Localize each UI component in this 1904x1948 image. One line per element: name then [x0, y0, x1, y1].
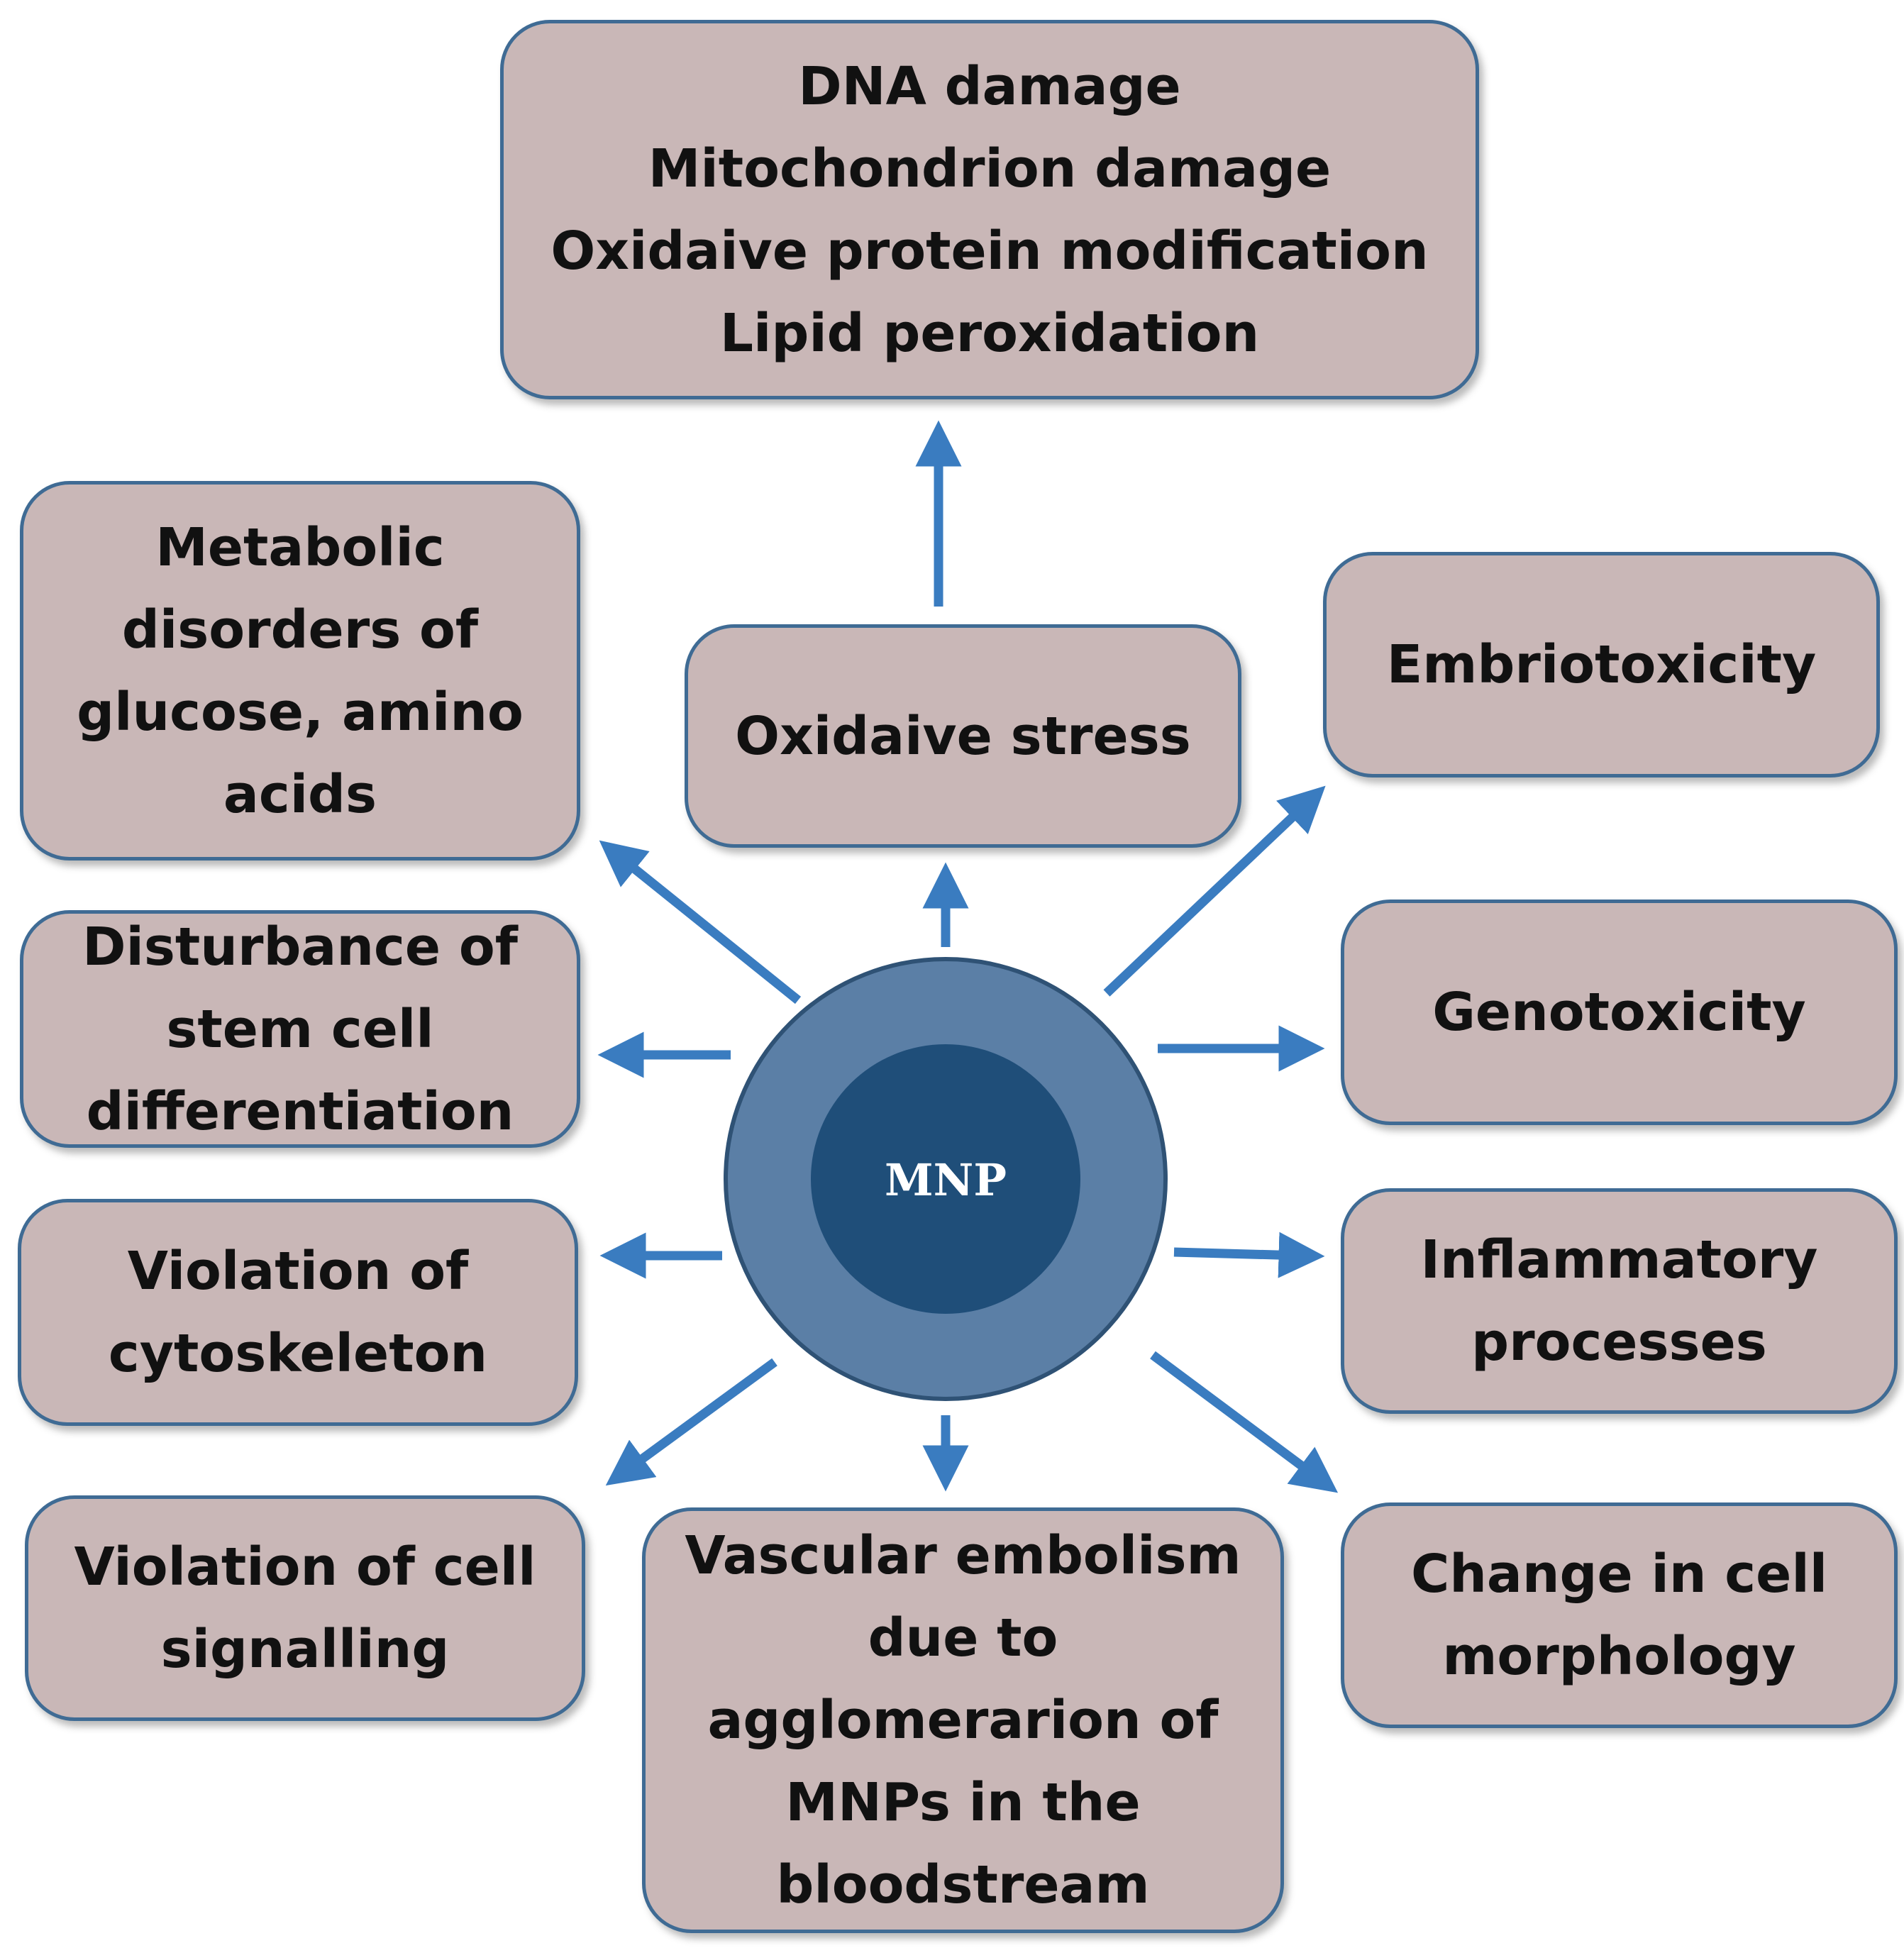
oxidative-effects-line: DNA damage: [798, 55, 1181, 117]
mnp-center-node: MNP: [724, 957, 1168, 1401]
metabolic-disorders-box: Metabolic disorders of glucose, amino ac…: [20, 481, 580, 860]
stem-cell-line: stem cell: [166, 998, 434, 1060]
vascular-embolism-line: due to: [868, 1607, 1058, 1668]
genotoxicity-text: Genotoxicity: [1432, 971, 1806, 1053]
genotoxicity-line: Genotoxicity: [1432, 982, 1806, 1043]
oxidative-stress-box: Oxidaive stress: [685, 624, 1241, 848]
cytoskeleton-line: cytoskeleton: [108, 1323, 488, 1384]
cell-morphology-line: Change in cell: [1410, 1544, 1828, 1605]
center-inner-circle: [811, 1044, 1080, 1314]
cell-signalling-box: Violation of cell signalling: [25, 1495, 585, 1721]
stem-cell-box: Disturbance of stem cell differentiation: [20, 910, 580, 1148]
cell-signalling-text: Violation of cell signalling: [74, 1526, 536, 1690]
oxidative-effects-line: Lipid peroxidation: [719, 302, 1260, 364]
inflammatory-line: processes: [1471, 1312, 1767, 1373]
arrow-to-cell-signalling: [605, 1358, 777, 1486]
center-label: MNP: [885, 1154, 1007, 1206]
arrow-to-cell-morphology: [1150, 1351, 1339, 1493]
metabolic-disorders-line: glucose, amino: [77, 681, 524, 743]
oxidative-effects-box: DNA damage Mitochondrion damage Oxidaive…: [500, 20, 1479, 399]
embriotoxicity-box: Embriotoxicity: [1323, 552, 1880, 777]
oxidative-stress-text: Oxidaive stress: [735, 695, 1191, 777]
oxidative-effects-line: Oxidaive protein modification: [550, 220, 1429, 282]
vascular-embolism-line: agglomerarion of: [707, 1690, 1219, 1751]
vascular-embolism-line: Vascular embolism: [685, 1525, 1241, 1586]
oxidative-effects-line: Mitochondrion damage: [648, 138, 1332, 199]
arrow-to-inflammatory: [1173, 1232, 1325, 1278]
embriotoxicity-line: Embriotoxicity: [1386, 634, 1817, 695]
oxidative-stress-line: Oxidaive stress: [735, 705, 1191, 767]
cell-morphology-box: Change in cell morphology: [1341, 1502, 1898, 1728]
oxidative-effects-text: DNA damage Mitochondrion damage Oxidaive…: [550, 45, 1428, 375]
vascular-embolism-text: Vascular embolism due to agglomerarion o…: [685, 1515, 1241, 1926]
cell-signalling-line: signalling: [160, 1619, 450, 1680]
arrow-to-metabolic-disorders: [599, 840, 802, 1005]
inflammatory-box: Inflammatory processes: [1341, 1188, 1898, 1414]
metabolic-disorders-line: Metabolic: [155, 516, 445, 578]
cell-morphology-text: Change in cell morphology: [1411, 1533, 1827, 1698]
metabolic-disorders-text: Metabolic disorders of glucose, amino ac…: [77, 507, 524, 836]
inflammatory-line: Inflammatory: [1420, 1229, 1818, 1290]
vascular-embolism-line: MNPs in the: [785, 1772, 1141, 1833]
stem-cell-line: Disturbance of: [82, 916, 518, 978]
vascular-embolism-box: Vascular embolism due to agglomerarion o…: [642, 1507, 1284, 1933]
arrow-to-embriotoxicity: [1103, 785, 1326, 997]
inflammatory-text: Inflammatory processes: [1420, 1219, 1817, 1383]
metabolic-disorders-line: acids: [223, 763, 377, 825]
stem-cell-text: Disturbance of stem cell differentiation: [82, 906, 518, 1153]
cell-signalling-line: Violation of cell: [74, 1537, 536, 1598]
cytoskeleton-line: Violation of: [127, 1241, 469, 1302]
vascular-embolism-line: bloodstream: [776, 1854, 1150, 1915]
genotoxicity-box: Genotoxicity: [1341, 900, 1898, 1125]
metabolic-disorders-line: disorders of: [121, 599, 479, 660]
stem-cell-line: differentiation: [86, 1080, 514, 1142]
embriotoxicity-text: Embriotoxicity: [1387, 624, 1816, 706]
cytoskeleton-text: Violation of cytoskeleton: [109, 1230, 487, 1395]
cell-morphology-line: morphology: [1442, 1626, 1796, 1687]
cytoskeleton-box: Violation of cytoskeleton: [18, 1199, 578, 1426]
